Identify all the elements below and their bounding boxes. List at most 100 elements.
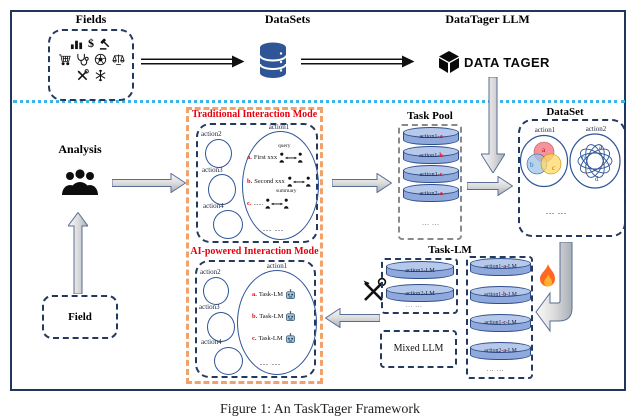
- svg-text:b: b: [530, 161, 534, 169]
- dataset-box: [518, 119, 626, 237]
- task-lm-cylinder: action1-LM: [386, 261, 454, 279]
- arrow-taskpool-to-dataset: [467, 176, 513, 196]
- task-lm-cylinder: action1-a-LM: [470, 258, 531, 276]
- datasets-title: DataSets: [264, 12, 311, 26]
- ai-action4-ellipse: [214, 347, 243, 375]
- interaction-modes-box: [186, 107, 323, 384]
- task-lm-cylinder: action1-b-LM: [470, 286, 531, 304]
- task-lm-merged-ellipsis: ... ...: [406, 303, 423, 309]
- robot-icon: [285, 333, 296, 344]
- task-lm-cylinder: action2-a-LM: [470, 342, 531, 360]
- ai-mode-title: AI-powered Interaction Mode: [190, 246, 319, 257]
- traditional-action2-ellipse: [205, 139, 232, 168]
- traditional-action1-ellipse: [242, 131, 319, 240]
- svg-text:...: ...: [606, 160, 611, 166]
- svg-text:c: c: [552, 164, 555, 172]
- traditional-action3-label: action3: [202, 166, 223, 174]
- snowflake-icon: [94, 69, 107, 82]
- dataset-action1-label: action1: [534, 126, 556, 134]
- traditional-action4-ellipse: [213, 210, 243, 239]
- figure-caption: Figure 1: An TaskTager Framework: [220, 402, 420, 417]
- task-pool-cylinder: action2-a: [403, 184, 459, 202]
- task-lm-cylinder: action1-c-LM: [470, 314, 531, 332]
- svg-text:d: d: [595, 175, 599, 183]
- traditional-action3-ellipse: [208, 174, 236, 205]
- ai-row-a: a. Task-LM: [252, 289, 296, 300]
- summary-tag: summary: [276, 188, 297, 194]
- dataset-ellipsis: ... ...: [546, 207, 567, 216]
- arrow-tasklm-to-ai: [325, 308, 380, 328]
- traditional-row-c: c. ......: [247, 198, 289, 209]
- people-group-icon: [60, 168, 100, 196]
- task-pool-box: [398, 124, 462, 240]
- ai-action3-label: action3: [199, 303, 220, 311]
- dollar-icon: $: [88, 36, 94, 50]
- traditional-action2-label: action2: [201, 130, 222, 138]
- task-pool-cylinder: action1-c: [403, 165, 459, 183]
- scales-icon: [112, 53, 125, 66]
- task-lm-split-ellipsis: ... ...: [487, 367, 505, 373]
- task-pool-cylinder: action1-a: [403, 127, 459, 145]
- soccer-ball-icon: [94, 53, 107, 66]
- tools-icon: [76, 69, 89, 82]
- fields-box: $: [48, 29, 134, 101]
- gavel-icon: [99, 37, 112, 50]
- robot-icon: [285, 289, 296, 300]
- svg-text:b: b: [582, 154, 586, 162]
- ai-action2-label: action2: [200, 268, 221, 276]
- ai-row-c: c. Task-LM: [252, 333, 296, 344]
- task-pool-cylinder: action1-b: [403, 146, 459, 164]
- arrow-dataset-to-tasklm: [534, 242, 580, 332]
- datatager-logo-text: DATA TAGER: [464, 54, 550, 70]
- shopping-cart-icon: [58, 53, 71, 66]
- venn-diagram-icon: a b c: [519, 134, 569, 188]
- robot-icon: [285, 311, 296, 322]
- person-pair-icon: [265, 198, 289, 209]
- traditional-row-a: a. First xxx: [247, 152, 303, 163]
- ai-ellipsis: ... ...: [260, 358, 281, 367]
- task-pool-ellipsis: ... ...: [422, 221, 440, 227]
- traditional-mode-title: Traditional Interaction Mode: [191, 109, 318, 120]
- query-tag: query: [278, 143, 291, 149]
- task-lm-title: Task-LM: [428, 244, 472, 256]
- ai-action4-label: action4: [201, 338, 222, 346]
- cube-logo-icon: [437, 50, 461, 74]
- datatager-logo: DATA TAGER: [437, 50, 550, 74]
- svg-text:a: a: [542, 146, 546, 154]
- traditional-action1-label: action1: [268, 123, 290, 131]
- arrow-fields-to-datasets: [141, 55, 245, 69]
- database-icon: [258, 42, 288, 80]
- arrow-traditional-to-taskpool: [332, 173, 392, 193]
- datatager-title: DataTager LLM: [445, 12, 530, 26]
- ai-action3-ellipse: [207, 312, 235, 342]
- mixed-llm-box: Mixed LLM: [380, 330, 457, 368]
- person-pair-icon: [287, 176, 311, 187]
- traditional-row-b: b. Second xxx: [247, 176, 311, 187]
- fire-icon: [538, 264, 558, 290]
- task-lm-merged-box: [381, 258, 458, 314]
- svg-text:c: c: [585, 167, 588, 175]
- field-box: Field: [42, 295, 118, 339]
- ai-action1-ellipse: [237, 270, 317, 375]
- svg-text:a: a: [599, 143, 603, 151]
- dataset-action2-label: action2: [585, 125, 607, 133]
- dataset-title: DataSet: [546, 106, 584, 118]
- ai-action1-label: action1: [266, 262, 288, 270]
- task-lm-cylinder: action2-LM: [386, 284, 454, 302]
- task-lm-split-box: [466, 256, 533, 379]
- ai-action2-ellipse: [203, 277, 229, 305]
- arrow-field-to-analysis: [68, 212, 88, 294]
- person-pair-icon: [279, 152, 303, 163]
- traditional-action4-label: action4: [203, 202, 224, 210]
- arrow-datatager-down: [481, 77, 505, 173]
- arrow-analysis-to-traditional: [112, 173, 186, 193]
- stethoscope-icon: [76, 53, 89, 66]
- fields-title: Fields: [75, 12, 107, 26]
- arrow-datasets-to-datatager: [301, 55, 415, 69]
- task-pool-title: Task Pool: [407, 110, 453, 122]
- section-divider: [13, 100, 625, 103]
- cluster-diagram-icon: a b c d ...: [568, 132, 622, 190]
- traditional-ellipsis: ... ...: [263, 224, 284, 233]
- ai-row-b: b. Task-LM: [252, 311, 296, 322]
